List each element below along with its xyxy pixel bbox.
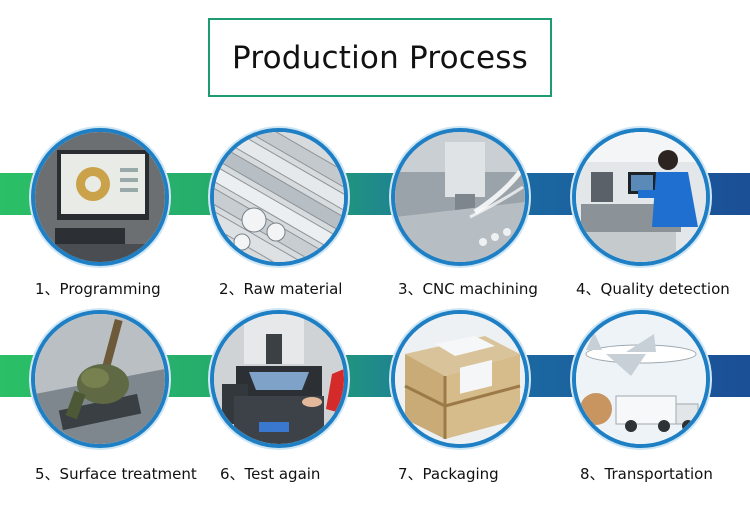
metal-rods-icon: [214, 132, 344, 262]
step-1-image: [31, 128, 169, 266]
page-title: Production Process: [232, 39, 528, 76]
step-6-label: 6、Test again: [220, 465, 321, 483]
wooden-crate-icon: [395, 314, 525, 444]
step-8-image: [572, 310, 710, 448]
step-7-label: 7、Packaging: [398, 465, 499, 483]
step-5-image: [31, 310, 169, 448]
step-2-image: [210, 128, 348, 266]
step-3-label: 3、CNC machining: [398, 280, 538, 298]
step-5-label: 5、Surface treatment: [35, 465, 197, 483]
step-6-image: [210, 310, 348, 448]
step-4-label: 4、Quality detection: [576, 280, 730, 298]
step-1-label: 1、Programming: [35, 280, 161, 298]
title-box: Production Process: [208, 18, 552, 97]
airplane-truck-icon: [576, 314, 706, 444]
quality-inspection-icon: [576, 132, 706, 262]
testing-machine-icon: [214, 314, 344, 444]
computer-programming-icon: [35, 132, 165, 262]
surface-treatment-icon: [35, 314, 165, 444]
step-2-label: 2、Raw material: [219, 280, 343, 298]
step-8-label: 8、Transportation: [580, 465, 713, 483]
step-3-image: [391, 128, 529, 266]
step-7-image: [391, 310, 529, 448]
step-4-image: [572, 128, 710, 266]
cnc-machine-icon: [395, 132, 525, 262]
